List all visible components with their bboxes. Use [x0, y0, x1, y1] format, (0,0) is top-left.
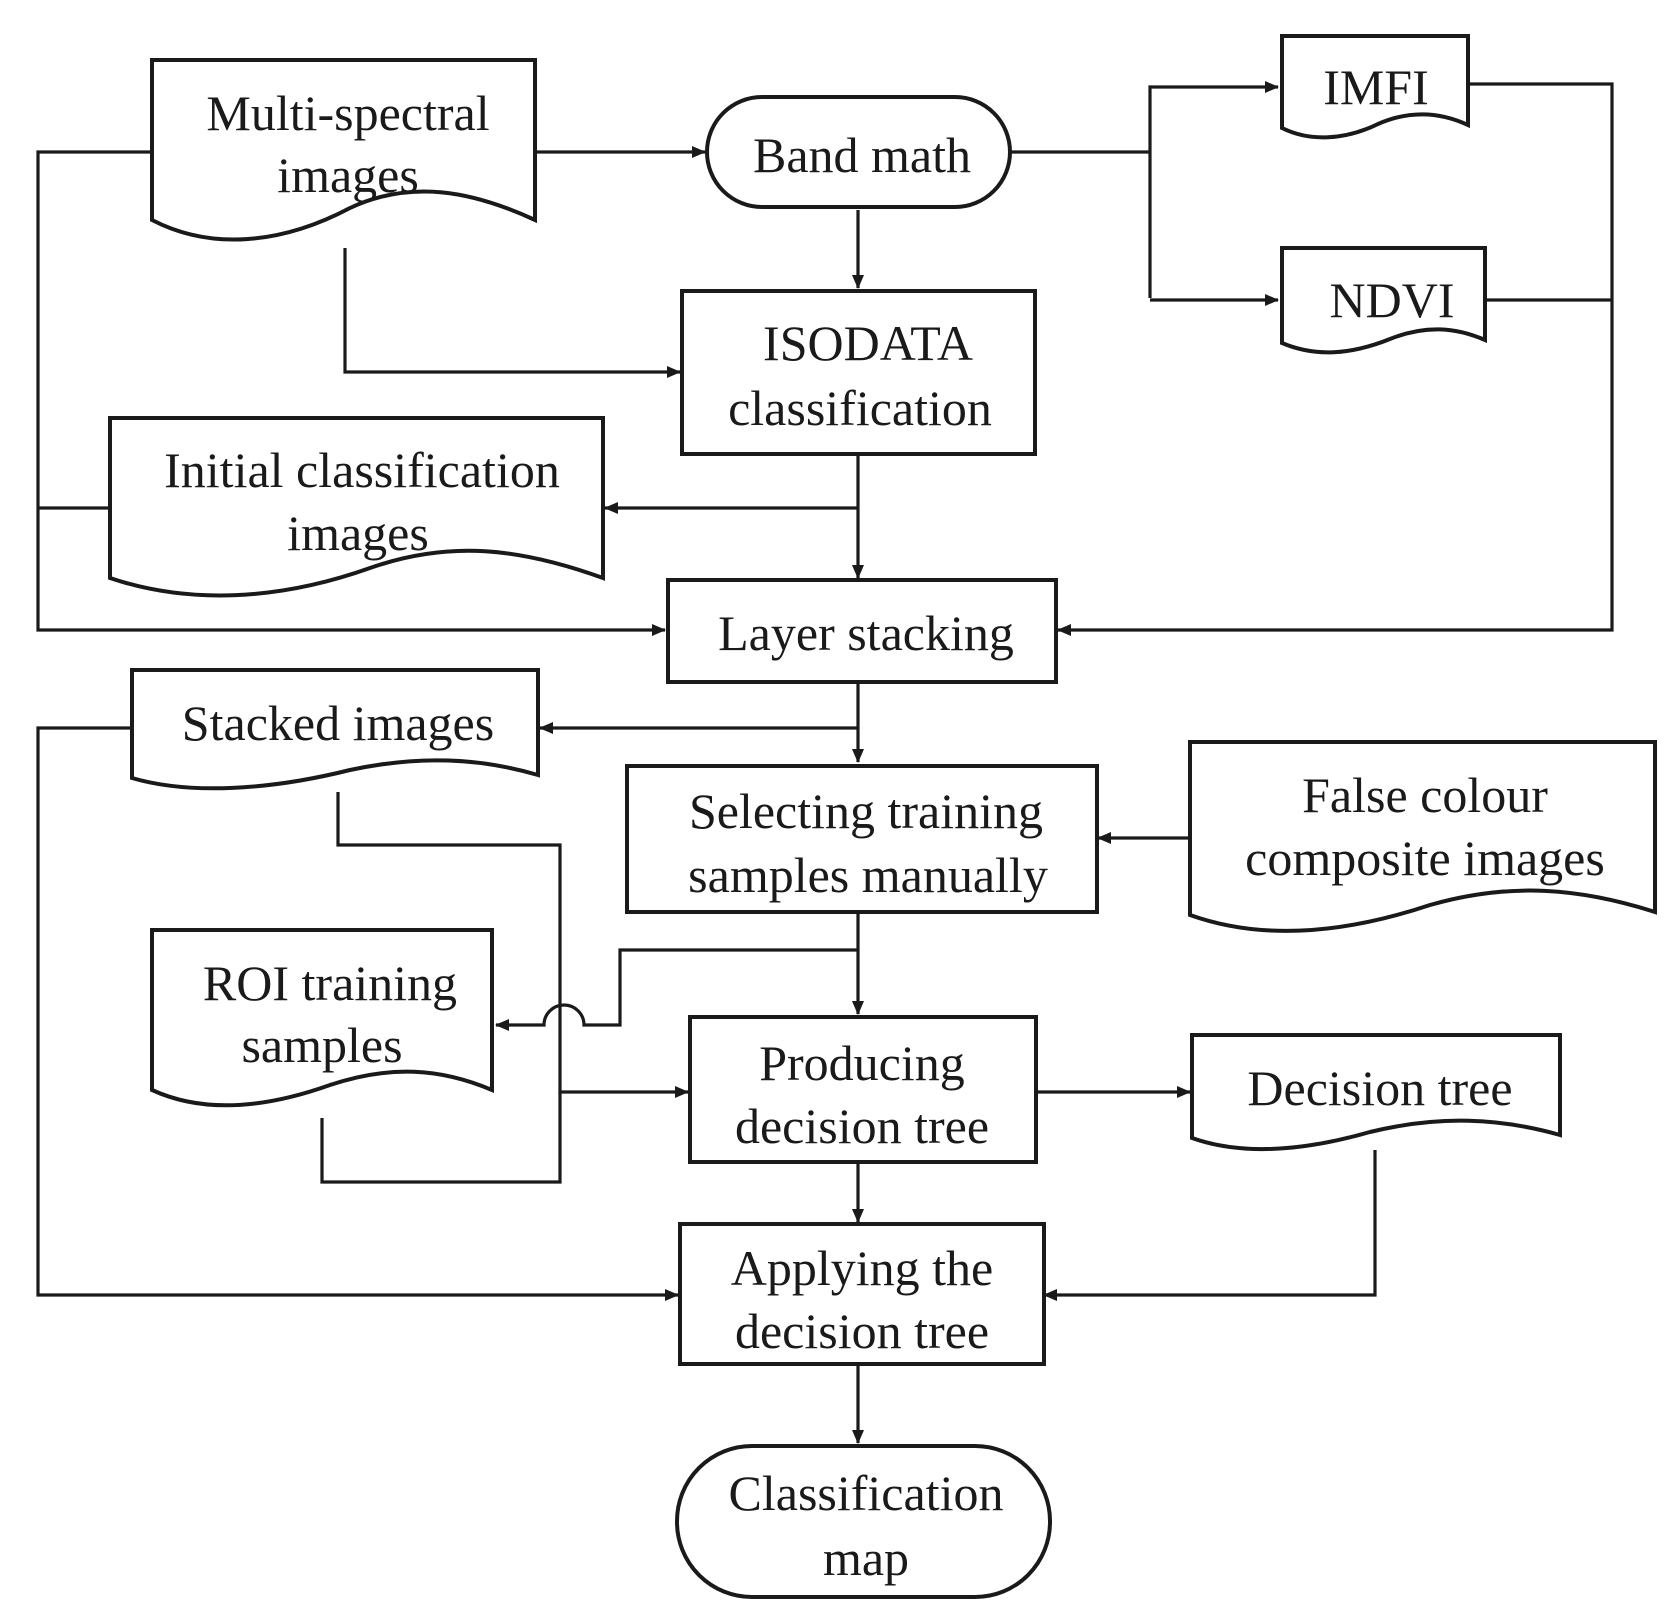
node-classification-map: Classification map [675, 1444, 1052, 1599]
stacked-images-label: Stacked images [182, 695, 494, 751]
initial-line-1: Initial classification [164, 442, 560, 498]
line-roi-to-rail [320, 1092, 562, 1184]
arrow-multispectral-to-layerstacking [36, 150, 666, 636]
multispectral-line-2: images [277, 147, 419, 203]
isodata-line-2: classification [728, 380, 992, 436]
classification-map-line-2: map [823, 1530, 909, 1586]
node-stacked-images: Stacked images [130, 668, 540, 791]
node-selecting-training-samples: Selecting training samples manually [625, 764, 1099, 914]
node-layer-stacking: Layer stacking [666, 578, 1058, 684]
node-band-math: Band math [705, 95, 1012, 209]
node-multispectral-images: Multi-spectral images [150, 58, 537, 242]
isodata-line-1: ISODATA [763, 315, 973, 371]
node-ndvi: NDVI [1280, 246, 1487, 355]
node-false-colour-composite: False colour composite images [1188, 740, 1657, 934]
arrow-imfi-ndvi-to-layerstacking [1057, 82, 1614, 636]
multispectral-line-1: Multi-spectral [206, 85, 489, 141]
initial-line-2: images [287, 505, 429, 561]
applying-line-1: Applying the [731, 1240, 993, 1296]
false-colour-line-2: composite images [1245, 830, 1605, 886]
node-imfi: IMFI [1280, 34, 1470, 140]
selecting-line-2: samples manually [688, 847, 1048, 903]
producing-line-1: Producing [759, 1035, 965, 1091]
node-roi-training-samples: ROI training samples [150, 928, 494, 1108]
applying-line-2: decision tree [735, 1303, 989, 1359]
band-math-label: Band math [753, 127, 971, 183]
arrow-selecting-to-roi [495, 948, 858, 1031]
decision-tree-label: Decision tree [1247, 1060, 1512, 1116]
layer-stacking-label: Layer stacking [718, 605, 1014, 661]
node-decision-tree: Decision tree [1190, 1033, 1562, 1152]
arrow-stacked-to-applying [36, 726, 679, 1301]
false-colour-line-1: False colour [1302, 767, 1548, 823]
arrow-bandmath-to-imfi [1148, 81, 1279, 298]
connectors [36, 81, 1614, 1444]
arrow-stacked-to-producing [336, 792, 689, 1098]
arrow-decisiontree-to-applying [1043, 1150, 1377, 1301]
selecting-line-1: Selecting training [689, 783, 1043, 839]
roi-line-1: ROI training [203, 955, 457, 1011]
node-initial-classification-images: Initial classification images [108, 416, 605, 598]
arrow-multispectral-to-isodata [343, 248, 681, 378]
imfi-label: IMFI [1323, 59, 1429, 115]
node-isodata-classification: ISODATA classification [680, 289, 1037, 456]
ndvi-label: NDVI [1330, 272, 1455, 328]
producing-line-2: decision tree [735, 1098, 989, 1154]
node-producing-decision-tree: Producing decision tree [688, 1015, 1038, 1164]
roi-line-2: samples [241, 1017, 402, 1073]
node-applying-decision-tree: Applying the decision tree [678, 1222, 1046, 1366]
classification-map-line-1: Classification [729, 1465, 1004, 1521]
